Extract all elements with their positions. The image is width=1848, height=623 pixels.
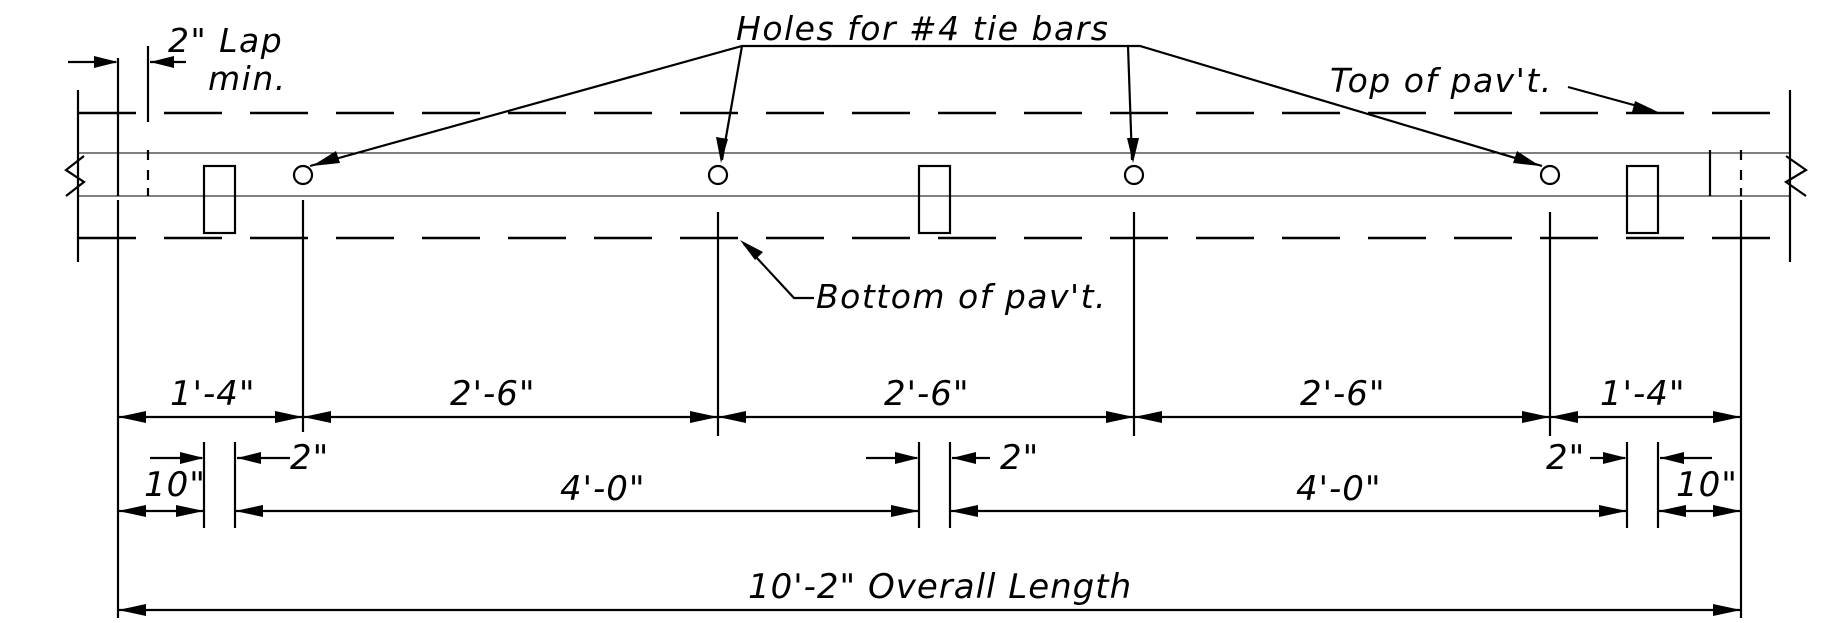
tie-bar-hole-4 bbox=[1539, 164, 1561, 186]
holes-leader-lines bbox=[309, 44, 1543, 168]
support-right bbox=[1625, 164, 1660, 235]
dim-end-right: 1'-4" bbox=[1600, 374, 1686, 414]
bottom-leader bbox=[740, 240, 814, 300]
dimension-row-1 bbox=[118, 411, 1741, 423]
dim-span-2: 2'-6" bbox=[884, 374, 970, 414]
left-break-symbol bbox=[64, 155, 86, 197]
tie-bar-hole-2 bbox=[707, 164, 729, 186]
support-left bbox=[202, 164, 237, 235]
top-leader bbox=[1567, 85, 1658, 112]
lap-label-line2: min. bbox=[208, 59, 287, 98]
dim-span-3: 2'-6" bbox=[1300, 374, 1386, 414]
lap-arrows bbox=[68, 56, 186, 68]
tie-bar-hole-3 bbox=[1123, 164, 1145, 186]
dim-span-1: 2'-6" bbox=[450, 374, 536, 414]
lap-label-line1: 2" Lap bbox=[168, 21, 283, 60]
tie-bar-hole-1 bbox=[292, 164, 314, 186]
left-lap-lines bbox=[116, 46, 150, 196]
extension-lines bbox=[116, 200, 1743, 618]
dim-end-left: 1'-4" bbox=[170, 374, 256, 414]
dim-overall-length: 10'-2" Overall Length bbox=[748, 567, 1132, 607]
right-break-symbol bbox=[1783, 155, 1809, 197]
dim-two-mid: 2" bbox=[1000, 438, 1039, 478]
overall-dimension-line bbox=[118, 604, 1741, 616]
dim-two-left: 2" bbox=[290, 438, 329, 478]
holes-label: Holes for #4 tie bars bbox=[736, 9, 1110, 48]
right-lap-lines bbox=[1708, 150, 1743, 196]
dimension-row-2 bbox=[150, 452, 1712, 464]
dimension-row-3 bbox=[118, 505, 1741, 517]
dim-ten-left: 10" bbox=[144, 465, 206, 505]
top-of-pavement-label: Top of pav't. bbox=[1330, 61, 1553, 100]
dim-two-right: 2" bbox=[1546, 438, 1585, 478]
dim-four-right: 4'-0" bbox=[1296, 469, 1382, 509]
basket-assembly bbox=[78, 152, 1790, 197]
dim-ten-right: 10" bbox=[1676, 465, 1738, 505]
support-center bbox=[917, 164, 952, 235]
bottom-of-pavement-label: Bottom of pav't. bbox=[816, 277, 1107, 316]
dim-four-left: 4'-0" bbox=[560, 469, 646, 509]
